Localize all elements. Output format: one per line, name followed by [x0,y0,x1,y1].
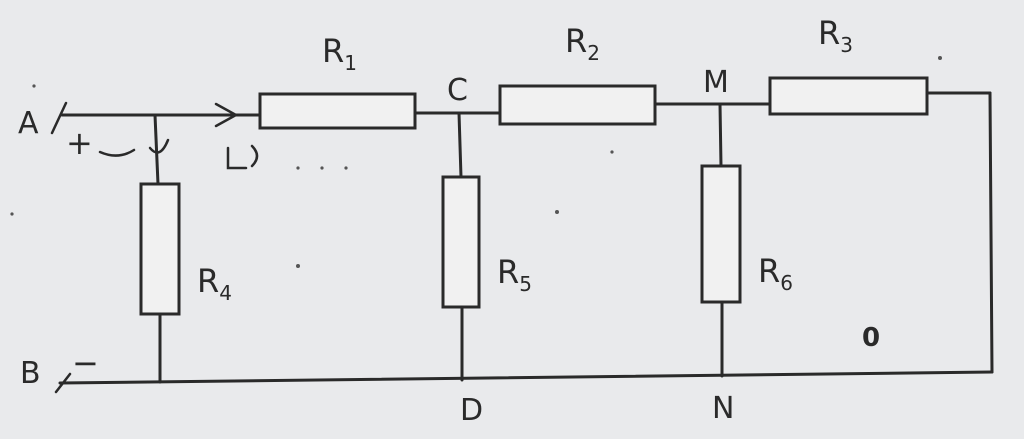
zero-mark: 0 [862,323,880,353]
resistor-label-r1: R1 [322,32,357,75]
dot [938,56,942,60]
handwritten-bracket [226,146,248,170]
dot [296,166,300,170]
dot [320,166,324,170]
dot [32,84,36,88]
wire-c-r5 [457,111,463,179]
resistor-label-r3: R3 [818,14,853,57]
wire-bottom [58,370,994,385]
resistor-r1 [258,92,417,130]
resistor-label-r2: R2 [565,22,600,65]
resistor-r4 [139,182,181,316]
handwritten-curve [98,148,136,157]
node-label-b: B [20,356,41,391]
terminal-a-mark [50,101,68,135]
node-label-c: C [447,73,468,108]
wire-a-r4 [153,113,160,186]
node-label-a: A [18,106,39,141]
node-label-n: N [712,391,734,426]
wire-right-side [988,91,994,374]
resistor-r2 [498,84,657,126]
resistor-r3 [768,76,929,116]
handwritten-paren [250,144,259,168]
terminal-b-mark [54,372,72,394]
resistor-r5 [441,175,481,309]
plus-sign: + [66,124,93,162]
node-label-m: M [703,65,729,100]
handwritten-hook [148,138,170,154]
resistor-label-r5: R5 [497,253,532,296]
current-arrow [214,102,239,128]
resistor-label-r6: R6 [758,252,793,295]
dot [10,212,14,216]
minus-sign: − [72,344,99,382]
dot [296,264,300,268]
resistor-label-r4: R4 [197,262,232,305]
node-label-d: D [460,393,483,428]
dot [610,150,614,154]
wire-m-r6 [718,102,723,168]
resistor-r6 [700,164,742,304]
dot [344,166,348,170]
dot [555,210,559,214]
